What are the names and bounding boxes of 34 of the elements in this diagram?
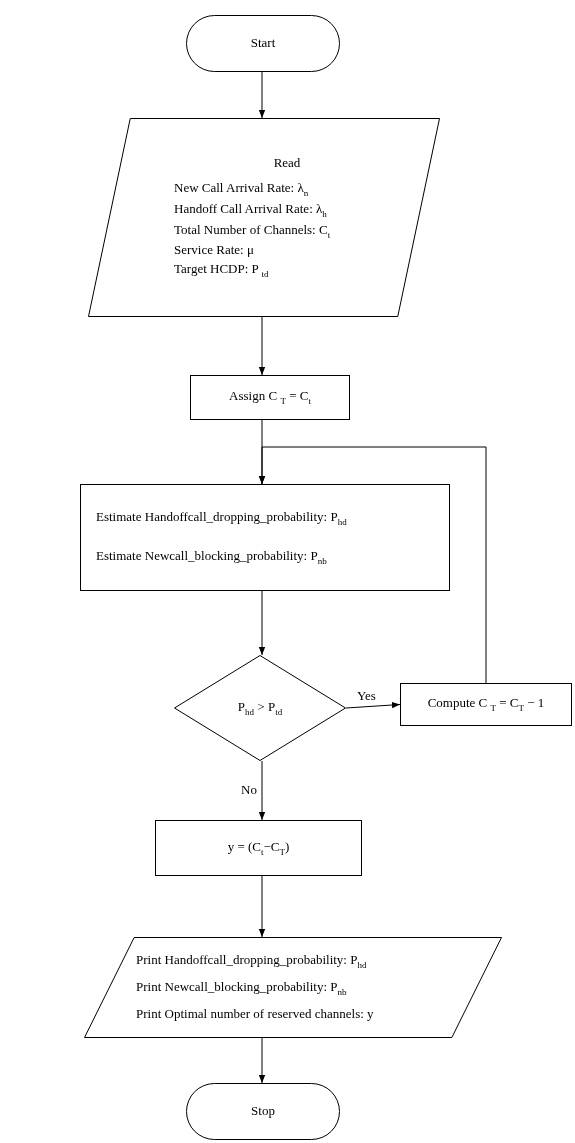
process-box: [155, 820, 362, 876]
input-text: Target HCDP: P $_{td}$: [174, 262, 269, 280]
terminal-label: Stop: [251, 1104, 275, 1119]
decision-diamond: [174, 655, 346, 761]
output-text: Print Handoffcall_dropping_probability: P$_{hd}$: [136, 953, 367, 971]
process-box: [190, 375, 350, 420]
output-parallelogram: [84, 937, 502, 1038]
arrow: [258, 760, 266, 821]
arrow: [258, 590, 266, 656]
input-text: Total Number of Channels: C$_{t}$: [174, 222, 331, 240]
process-text: y = (C$_{t}$−C$_{T}$): [227, 839, 290, 857]
input-parallelogram: [88, 118, 440, 317]
arrow: [258, 875, 266, 938]
heading: Read: [273, 155, 301, 171]
process-box: [400, 683, 572, 726]
output-text: Print Optimal number of reserved channels: y: [136, 1006, 374, 1022]
terminal-label: Start: [250, 36, 276, 51]
input-text: Handoff Call Arrival Rate: λ$_{h}$: [174, 201, 327, 219]
input-text: Service Rate: μ: [174, 243, 254, 259]
process-text: Estimate Newcall_blocking_probability: P$_{nb}$: [96, 548, 327, 566]
arrow: [258, 71, 266, 119]
process-text: Estimate Handoffcall_dropping_probability: P$_{hd}$: [96, 509, 347, 527]
arrow: [258, 316, 266, 376]
arrow: [258, 446, 487, 684]
arrow: [258, 1037, 266, 1084]
process-text: Assign C $_{T}$ = C$_{t}$: [229, 389, 311, 406]
input-text: New Call Arrival Rate: λ$_{n}$: [174, 180, 309, 198]
output-text: Print Newcall_blocking_probability: P$_{nb}$: [136, 980, 347, 997]
process-text: Compute C $_{T}$ = C$_{T}$ − 1: [427, 696, 545, 713]
stop-terminal: [186, 1083, 340, 1140]
arrow: [345, 701, 401, 709]
condition-text: P$_{hd}$ > P$_{td}$: [237, 699, 283, 717]
process-box: [80, 484, 450, 591]
start-terminal: [186, 15, 340, 72]
